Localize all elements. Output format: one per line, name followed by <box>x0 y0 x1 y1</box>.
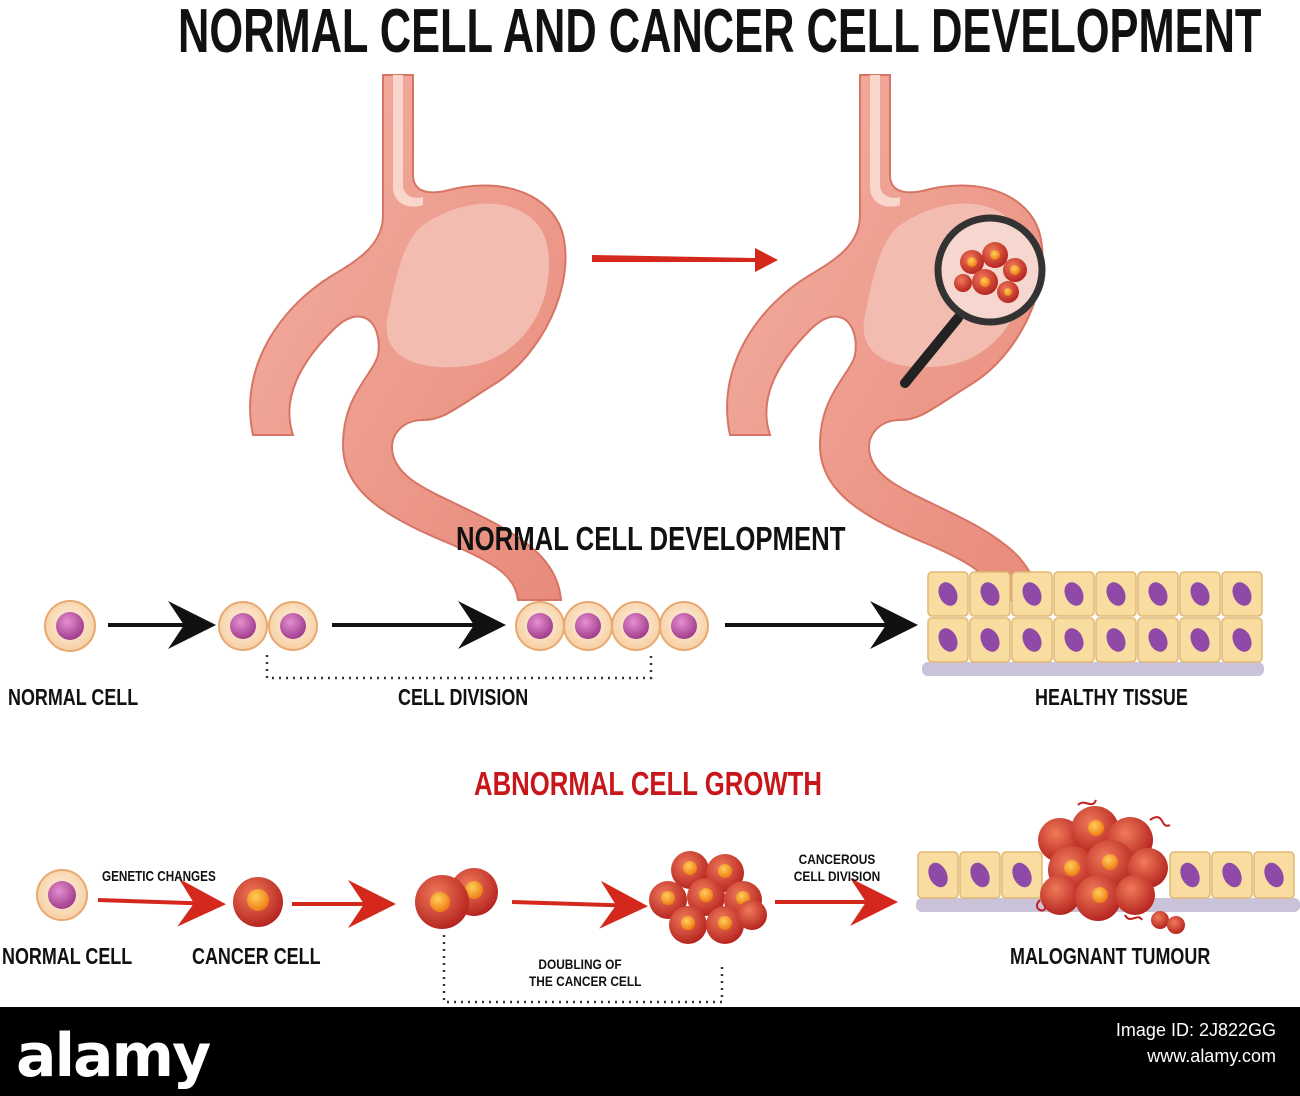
tissue-cell-nucleus <box>1190 628 1210 652</box>
tissue-cell-nucleus <box>1064 628 1084 652</box>
site-url: www.alamy.com <box>1147 1046 1276 1066</box>
cancer-cell-single <box>233 877 283 927</box>
label-healthy-tissue: HEALTHY TISSUE <box>1035 684 1188 710</box>
cell-division-bracket <box>265 655 653 680</box>
tissue-cell-nucleus <box>1232 628 1252 652</box>
watermark-footer: alamy Image ID: 2J822GG www.alamy.com <box>0 1007 1300 1096</box>
tissue-cell-nucleus <box>1264 862 1284 888</box>
malignant-tissue <box>916 851 1300 912</box>
normal-cell-abnormal-start <box>36 869 88 921</box>
tissue-cell-nucleus <box>1190 582 1210 606</box>
label-doubling-line2: THE CANCER CELL <box>529 973 642 989</box>
label-doubling: DOUBLING OF THE CANCER CELL <box>529 956 642 990</box>
tissue-cell-nucleus <box>1012 862 1032 888</box>
arrow-cluster <box>511 880 648 929</box>
tissue-cell-nucleus <box>1180 862 1200 888</box>
tissue-cell-nucleus <box>1148 628 1168 652</box>
tissue-cell-nucleus <box>980 582 1000 606</box>
cancer-cluster <box>649 851 767 944</box>
label-cancerous-division: CANCEROUS CELL DIVISION <box>790 851 884 885</box>
image-id: Image ID: 2J822GG <box>1115 1020 1276 1040</box>
transition-arrow <box>592 248 778 272</box>
tissue-cell-nucleus <box>970 862 990 888</box>
label-doubling-line1: DOUBLING OF <box>538 956 622 972</box>
tissue-cell-nucleus <box>1222 862 1242 888</box>
tissue-cell-nucleus <box>928 862 948 888</box>
tissue-cell-nucleus <box>980 628 1000 652</box>
label-cell-division: CELL DIVISION <box>398 684 529 710</box>
abnormal-section-heading: ABNORMAL CELL GROWTH <box>474 765 822 802</box>
tissue-cell-nucleus <box>1064 582 1084 606</box>
footer-info: Image ID: 2J822GG www.alamy.com <box>1116 1017 1276 1069</box>
label-normal-cell-abnormal: NORMAL CELL <box>2 943 133 969</box>
label-cancer-cell: CANCER CELL <box>192 943 321 969</box>
healthy-tissue <box>922 571 1264 676</box>
normal-cells-four <box>515 601 709 651</box>
brand-logo: alamy <box>16 1021 211 1091</box>
magnifier-icon <box>900 214 1046 388</box>
label-cancerous-line2: CELL DIVISION <box>793 868 881 884</box>
tissue-cell-nucleus <box>938 582 958 606</box>
tissue-cell-nucleus <box>1232 582 1252 606</box>
tumour-mass <box>1035 799 1185 934</box>
tissue-cell-nucleus <box>938 628 958 652</box>
page-title: NORMAL CELL AND CANCER CELL DEVELOPMENT <box>178 0 1262 66</box>
label-malignant-tumour: MALOGNANT TUMOUR <box>1010 943 1211 969</box>
cancer-cells-two <box>415 868 498 929</box>
tissue-cell-nucleus <box>1106 628 1126 652</box>
normal-section-heading: NORMAL CELL DEVELOPMENT <box>456 520 846 557</box>
tissue-cell-nucleus <box>1022 628 1042 652</box>
label-normal-cell: NORMAL CELL <box>8 684 139 710</box>
tissue-cell-nucleus <box>1148 582 1168 606</box>
normal-cell-single <box>44 600 96 652</box>
normal-cells-two <box>218 601 318 651</box>
tissue-cell-nucleus <box>1022 582 1042 606</box>
label-genetic-changes: GENETIC CHANGES <box>102 868 216 885</box>
label-cancerous-line1: CANCEROUS <box>798 851 876 867</box>
tissue-cell-nucleus <box>1106 582 1126 606</box>
arrow-genetic <box>97 878 226 927</box>
